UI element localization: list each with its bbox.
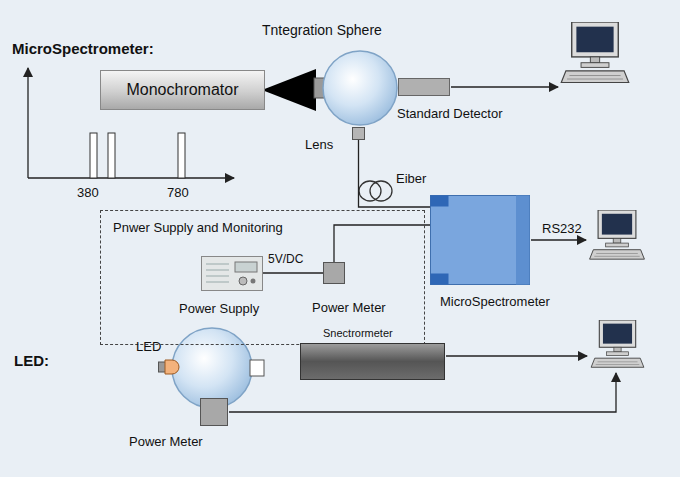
power-supply: Power Supply bbox=[201, 256, 263, 291]
optical-fiber bbox=[359, 140, 431, 207]
section-heading: MicroSpectrometer: bbox=[12, 40, 154, 57]
power-monitoring-group: Pnwer Supply and MonitoringPower SupplyP… bbox=[100, 210, 425, 345]
microspectrometer: MicroSpectrometer bbox=[430, 195, 530, 285]
output-port bbox=[250, 360, 264, 376]
power-wire bbox=[334, 225, 430, 262]
shape-outline bbox=[322, 50, 398, 126]
standard-detector: Standard Detector bbox=[398, 78, 450, 96]
spectrometer-box: Snectrormeter bbox=[300, 343, 445, 380]
node-label: Snectrormeter bbox=[323, 327, 393, 340]
node-label: Monochromator bbox=[126, 81, 238, 99]
power-meter: Power Meter bbox=[200, 398, 228, 426]
node-label: LED bbox=[136, 340, 161, 355]
shape-outline bbox=[201, 256, 263, 291]
node-label: Tntegration Sphere bbox=[262, 22, 382, 38]
computer-icon bbox=[590, 210, 645, 259]
section-heading: LED: bbox=[14, 352, 49, 369]
node-label: Power Meter bbox=[129, 435, 203, 450]
shape-outline bbox=[430, 195, 530, 285]
node-label: Pnwer Supply and Monitoring bbox=[113, 221, 283, 236]
light-cone bbox=[262, 69, 316, 111]
fiber-coil bbox=[359, 181, 392, 201]
computer-icon bbox=[561, 22, 628, 83]
integration-sphere: Tntegration Sphere bbox=[322, 50, 398, 126]
data-line bbox=[229, 87, 616, 412]
wavelength-label: 780 bbox=[167, 186, 189, 201]
node-label: Standard Detector bbox=[397, 107, 503, 122]
node-label: MicroSpectrometer bbox=[440, 295, 550, 310]
wavelength-label: 380 bbox=[77, 186, 99, 201]
power-meter: Power Meter bbox=[323, 262, 345, 284]
shape-outline bbox=[158, 358, 180, 376]
fiber-label: Eiber bbox=[394, 172, 428, 187]
led: LED bbox=[158, 358, 180, 376]
computer-icon bbox=[591, 320, 644, 367]
power-wire bbox=[263, 272, 323, 273]
integration-sphere bbox=[172, 328, 252, 408]
voltage-label: 5V/DC bbox=[266, 253, 305, 267]
lens: Lens bbox=[352, 127, 365, 140]
interface-label: RS232 bbox=[542, 222, 582, 237]
node-label: Power Meter bbox=[312, 301, 386, 316]
node-label: Power Supply bbox=[179, 302, 259, 317]
monochromator-box: Monochromator bbox=[100, 70, 265, 110]
node-label: Lens bbox=[305, 138, 333, 153]
